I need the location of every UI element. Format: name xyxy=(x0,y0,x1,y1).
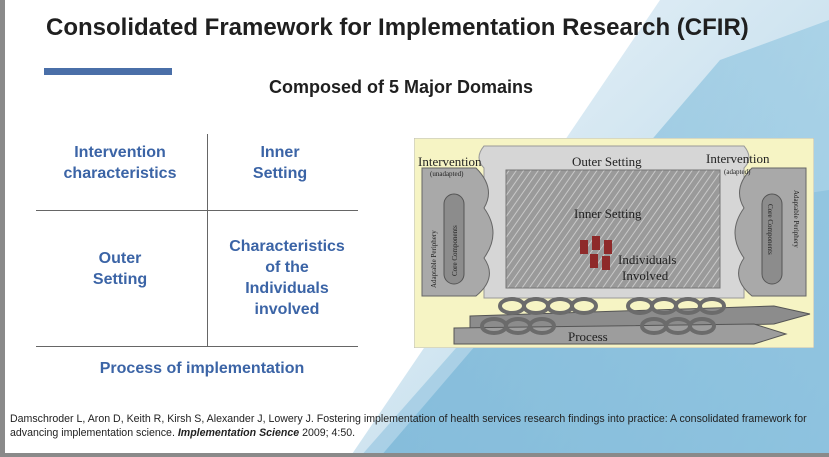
diagram-label-adaptable-periphery-left: Adaptable Periphery xyxy=(430,230,438,288)
title-accent-bar xyxy=(44,68,172,75)
domain-label-line: Individuals xyxy=(245,280,329,297)
diagram-label-adapted: (adapted) xyxy=(724,168,751,176)
domain-label-line: of the xyxy=(265,259,309,276)
diagram-label-adaptable-periphery-right: Adaptable Periphery xyxy=(792,190,800,248)
citation: Damschroder L, Aron D, Keith R, Kirsh S,… xyxy=(10,412,825,440)
core-components-right-shape xyxy=(761,193,783,285)
citation-journal: Implementation Science xyxy=(177,427,300,439)
diagram-label-involved: Involved xyxy=(622,268,669,283)
diagram-label-intervention-right: Intervention xyxy=(706,151,770,166)
domain-outer-setting: Outer Setting xyxy=(40,248,200,290)
diagram-label-core-components-left: Core Components xyxy=(451,225,459,276)
core-components-left-shape xyxy=(443,193,465,285)
domain-characteristics-of-individuals: Characteristics of the Individuals invol… xyxy=(212,236,362,320)
domain-label-line: Setting xyxy=(252,165,308,182)
domain-process-of-implementation: Process of implementation xyxy=(99,360,305,377)
domain-label-line: Inner xyxy=(260,144,300,161)
individuals-icon xyxy=(580,236,612,270)
diagram-label-outer-setting: Outer Setting xyxy=(572,154,642,169)
domain-label-line: Outer xyxy=(98,250,142,267)
domain-label-line: Setting xyxy=(92,271,148,288)
domain-label-line: Intervention xyxy=(74,144,166,161)
domain-label-line: characteristics xyxy=(63,165,177,182)
diagram-label-inner-setting: Inner Setting xyxy=(574,206,642,221)
domain-label-line: involved xyxy=(254,301,320,318)
diagram-label-individuals: Individuals xyxy=(618,252,677,267)
diagram-label-process: Process xyxy=(568,329,608,344)
slide-title: Consolidated Framework for Implementatio… xyxy=(46,14,749,41)
slide-subtitle: Composed of 5 Major Domains xyxy=(268,77,534,97)
citation-details: 2009; 4:50. xyxy=(302,427,356,439)
diagram-label-intervention-left: Intervention xyxy=(418,154,482,169)
process-chain-links xyxy=(480,297,726,335)
domain-intervention-characteristics: Intervention characteristics xyxy=(40,142,200,184)
grid-divider-vertical xyxy=(207,134,208,346)
grid-divider-bottom xyxy=(36,346,358,347)
diagram-label-unadapted: (unadapted) xyxy=(430,170,464,178)
inner-setting-shape xyxy=(505,169,721,289)
domain-label-line: Characteristics xyxy=(229,238,345,255)
grid-divider-horizontal xyxy=(36,210,358,211)
cfir-diagram: Intervention (unadapted) Outer Setting I… xyxy=(414,138,814,348)
citation-text: Damschroder L, Aron D, Keith R, Kirsh S,… xyxy=(10,413,807,439)
domain-inner-setting: Inner Setting xyxy=(210,142,350,184)
diagram-label-core-components-right: Core Components xyxy=(766,204,774,255)
